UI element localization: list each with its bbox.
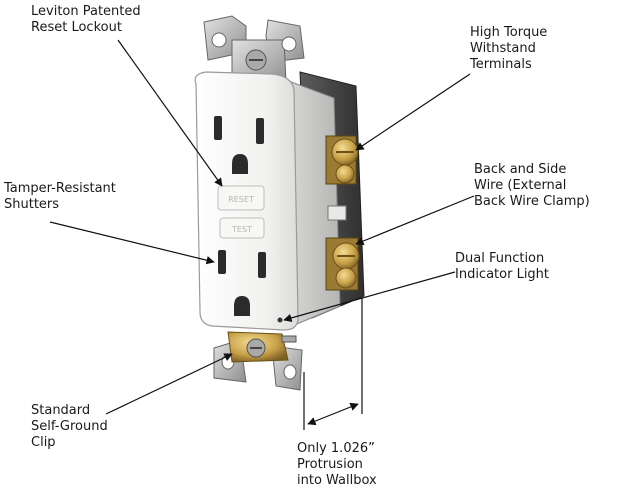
side-clamp-slot	[327, 205, 347, 221]
callout-line: Back Wire Clamp)	[474, 194, 590, 209]
leader-reset-lockout	[117, 39, 223, 187]
bottom-outlet	[218, 250, 266, 316]
reset-button: RESET	[217, 185, 265, 211]
leader-lines	[49, 39, 475, 430]
reset-button-label: RESET	[228, 195, 254, 204]
callout-line: Protrusion	[297, 457, 363, 472]
callout-line: Wire (External	[474, 178, 567, 193]
leader-tamper	[49, 221, 215, 265]
bottom-mounting-strap	[213, 331, 303, 391]
leader-high-torque	[355, 73, 471, 151]
lower-terminal-screw-icon	[325, 237, 360, 291]
callout-line: Tamper-Resistant	[4, 181, 116, 196]
top-outlet	[214, 116, 264, 174]
callout-line: Reset Lockout	[31, 20, 122, 35]
callout-reset-lockout: Leviton Patented Reset Lockout	[31, 4, 141, 36]
leader-self-ground	[105, 353, 233, 415]
leader-back-side-wire	[355, 195, 475, 246]
callout-line: High Torque	[470, 25, 548, 40]
callout-high-torque: High Torque Withstand Terminals	[470, 25, 547, 73]
callout-tamper-resistant: Tamper-Resistant Shutters	[4, 181, 116, 213]
callout-line: Shutters	[4, 197, 60, 212]
callout-line: Dual Function	[455, 251, 545, 266]
callout-line: Self-Ground	[31, 419, 108, 434]
leader-dual-function	[283, 271, 456, 323]
callout-line: Indicator Light	[455, 267, 550, 282]
test-button-label: TEST	[231, 225, 252, 234]
callout-protrusion: Only 1.026” Protrusion into Wallbox	[297, 441, 377, 489]
callout-line: Terminals	[470, 57, 532, 72]
callout-back-side-wire: Back and Side Wire (External Back Wire C…	[474, 162, 590, 210]
indicator-light-icon	[277, 317, 283, 323]
callout-line: Leviton Patented	[31, 4, 141, 19]
dimension-arrow	[307, 402, 359, 426]
callout-line: Back and Side	[474, 162, 567, 177]
callout-self-ground: Standard Self-Ground Clip	[31, 403, 108, 451]
callout-dual-function: Dual Function Indicator Light	[455, 251, 549, 283]
callout-line: Standard	[31, 403, 91, 418]
callout-line: Clip	[31, 435, 56, 450]
callout-line: into Wallbox	[297, 473, 377, 488]
callout-line: Only 1.026”	[297, 441, 375, 456]
callout-line: Withstand	[470, 41, 536, 56]
test-button: TEST	[219, 217, 265, 239]
upper-terminal-screw-icon	[325, 135, 359, 185]
